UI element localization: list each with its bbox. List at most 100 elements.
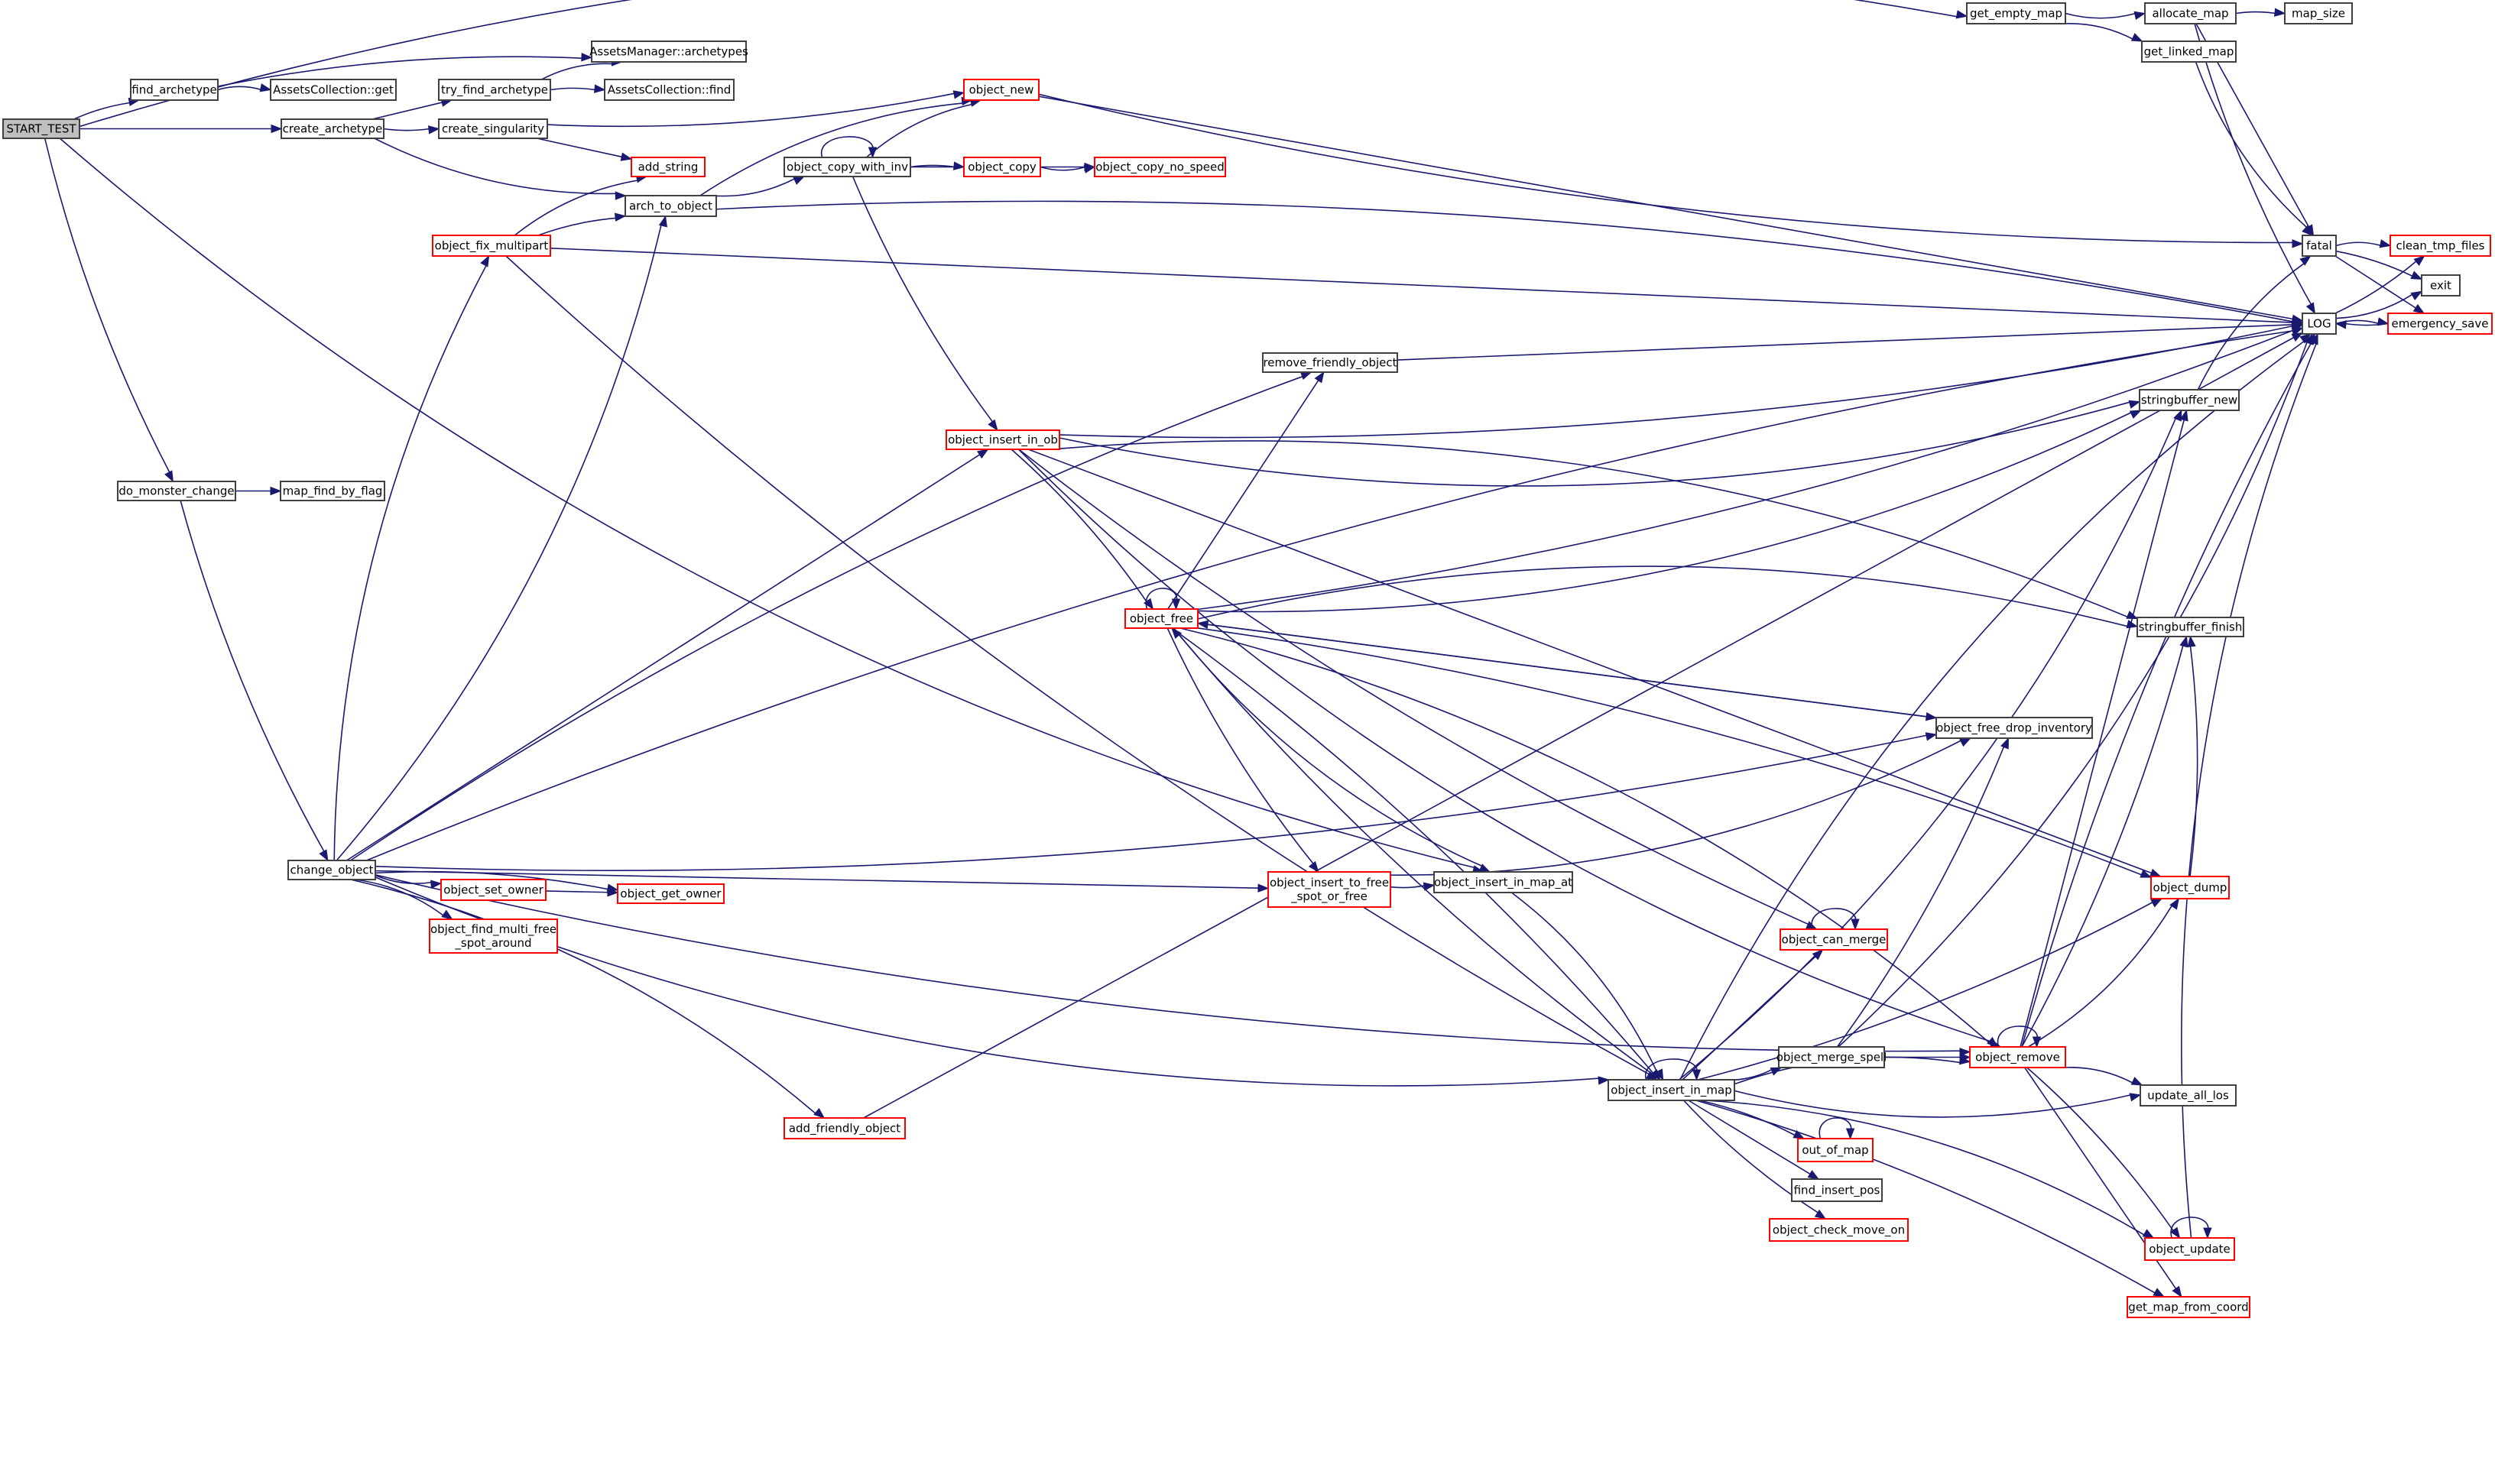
- node-object-get-owner[interactable]: object_get_owner: [617, 883, 725, 904]
- node-create-singularity[interactable]: create_singularity: [438, 118, 548, 139]
- edge-fatal-to-emergency-save: [2334, 255, 2425, 314]
- arrowhead-icon: [2126, 620, 2139, 629]
- node-label: object_copy_with_inv: [787, 160, 908, 175]
- node-emergency-save[interactable]: emergency_save: [2387, 313, 2493, 335]
- node-object-find-multi-free-spot-around[interactable]: object_find_multi_free_spot_around: [429, 919, 558, 954]
- node-object-insert-in-ob[interactable]: object_insert_in_ob: [946, 429, 1060, 450]
- node-label: object_insert_in_ob: [948, 433, 1058, 448]
- node-object-copy[interactable]: object_copy: [963, 157, 1041, 177]
- node-label: object_free_drop_inventory: [1936, 721, 2092, 736]
- edge-line: [350, 879, 816, 1115]
- node-stringbuffer-new[interactable]: stringbuffer_new: [2139, 389, 2240, 411]
- arrowhead-icon: [430, 880, 443, 889]
- node-add-friendly-object[interactable]: add_friendly_object: [784, 1117, 906, 1139]
- node-start-test[interactable]: START_TEST: [2, 118, 80, 139]
- arrowhead-icon: [615, 191, 627, 200]
- edge-object-remove-to-update-all-los: [2063, 1067, 2143, 1086]
- node-box: [270, 79, 397, 101]
- arrowhead-icon: [977, 449, 989, 459]
- node-map-find-by-flag[interactable]: map_find_by_flag: [280, 481, 385, 501]
- node-update-all-los[interactable]: update_all_los: [2140, 1084, 2237, 1107]
- edge-line: [2063, 1067, 2133, 1084]
- node-object-set-owner[interactable]: object_set_owner: [440, 879, 547, 901]
- node-assetsmanager-archetypes[interactable]: AssetsManager::archetypes: [589, 41, 748, 63]
- edge-line: [545, 890, 609, 893]
- edge-object-insert-in-map-to-object-free: [1171, 627, 1661, 1081]
- edge-object-insert-in-ob-to-stringbuffer-finish: [1059, 440, 2139, 620]
- node-object-dump[interactable]: object_dump: [2150, 876, 2230, 899]
- node-get-linked-map[interactable]: get_linked_map: [2141, 41, 2237, 63]
- node-out-of-map[interactable]: out_of_map: [1797, 1138, 1874, 1162]
- node-object-remove[interactable]: object_remove: [1969, 1046, 2066, 1068]
- arrowhead-icon: [1959, 1052, 1971, 1062]
- node-find-insert-pos[interactable]: find_insert_pos: [1791, 1178, 1883, 1202]
- edge-object-free-to-object-remove: [1179, 627, 1999, 1048]
- node-object-merge-spell[interactable]: object_merge_spell: [1776, 1046, 1887, 1068]
- node-box: [946, 429, 1060, 450]
- edge-object-free-to-stringbuffer-finish: [1197, 565, 2139, 629]
- node-clean-tmp-files[interactable]: clean_tmp_files: [2390, 235, 2491, 257]
- node-add-string[interactable]: add_string: [631, 157, 706, 177]
- edge-line: [355, 879, 445, 917]
- node-find-archetype[interactable]: find_archetype: [130, 79, 219, 101]
- node-create-archetype[interactable]: create_archetype: [281, 118, 384, 139]
- node-stringbuffer-finish[interactable]: stringbuffer_finish: [2136, 617, 2244, 637]
- edge-line: [1997, 1026, 2039, 1048]
- edge-get-empty-map-to-get-linked-map: [2062, 22, 2143, 42]
- node-object-check-move-on[interactable]: object_check_move_on: [1769, 1218, 1909, 1242]
- node-object-update[interactable]: object_update: [2144, 1237, 2235, 1261]
- edge-line: [1040, 166, 1086, 171]
- node-object-copy-with-inv[interactable]: object_copy_with_inv: [784, 157, 911, 177]
- edge-line: [1206, 624, 1937, 719]
- node-box: [1966, 2, 2066, 24]
- node-object-new[interactable]: object_new: [963, 79, 1040, 101]
- edge-line: [1645, 1058, 1698, 1081]
- node-arch-to-object[interactable]: arch_to_object: [625, 195, 717, 217]
- edge-line: [1197, 411, 2133, 613]
- edge-arch-to-object-to-object-new: [699, 96, 973, 196]
- node-label: START_TEST: [6, 122, 76, 137]
- edge-change-object-to-object-find-multi-free-spot-around: [355, 879, 453, 920]
- edge-line: [1699, 1100, 1796, 1136]
- node-remove-friendly-object[interactable]: remove_friendly_object: [1262, 352, 1398, 373]
- node-object-copy-no-speed[interactable]: object_copy_no_speed: [1094, 157, 1226, 177]
- arrowhead-icon: [1812, 949, 1824, 961]
- node-exit[interactable]: exit: [2421, 274, 2461, 296]
- node-object-free[interactable]: object_free: [1124, 608, 1199, 629]
- node-assetscollection-get[interactable]: AssetsCollection::get: [270, 79, 397, 101]
- node-box: [1778, 1046, 1885, 1068]
- node-map-size[interactable]: map_size: [2284, 2, 2353, 24]
- node-box: [591, 41, 747, 63]
- edge-object-free-to-object-free: [1145, 588, 1181, 611]
- node-allocate-map[interactable]: allocate_map: [2144, 2, 2237, 24]
- node-label: try_find_archetype: [441, 83, 548, 98]
- nodes-layer: START_TEST find_archetype AssetsCollection…: [2, 2, 2493, 1318]
- node-object-fix-multipart[interactable]: object_fix_multipart: [432, 235, 551, 257]
- node-log[interactable]: LOG: [2302, 313, 2337, 335]
- node-object-can-merge[interactable]: object_can_merge: [1780, 928, 1888, 951]
- edge-line: [1011, 449, 1148, 603]
- edge-change-object-to-object-insert-to-free-spot-or-free: [375, 870, 1270, 893]
- edge-emergency-save-to-log: [2334, 320, 2389, 329]
- node-object-insert-in-map-at[interactable]: object_insert_in_map_at: [1433, 871, 1573, 893]
- node-get-map-from-coord[interactable]: get_map_from_coord: [2127, 1296, 2250, 1318]
- node-object-insert-in-map[interactable]: object_insert_in_map: [1608, 1079, 1735, 1101]
- node-do-monster-change[interactable]: do_monster_change: [117, 481, 236, 501]
- arrowhead-icon: [427, 125, 440, 134]
- edges-layer: [44, 0, 2425, 1298]
- edge-line: [1027, 449, 2153, 874]
- node-object-free-drop-inventory[interactable]: object_free_drop_inventory: [1935, 717, 2093, 739]
- edge-line: [2189, 645, 2198, 877]
- node-fatal[interactable]: fatal: [2302, 235, 2337, 257]
- node-change-object[interactable]: change_object: [287, 860, 376, 880]
- edge-line: [2334, 255, 2417, 309]
- node-assetscollection-find[interactable]: AssetsCollection::find: [604, 79, 735, 101]
- edge-line: [537, 217, 617, 236]
- node-label: do_monster_change: [118, 484, 234, 499]
- edge-line: [2195, 61, 2308, 228]
- edge-line: [346, 453, 981, 861]
- node-try-find-archetype[interactable]: try_find_archetype: [438, 79, 551, 101]
- node-object-insert-to-free-spot-or-free[interactable]: object_insert_to_free_spot_or_free: [1267, 871, 1391, 908]
- node-get-empty-map[interactable]: get_empty_map: [1966, 2, 2066, 24]
- arrowhead-icon: [614, 212, 627, 222]
